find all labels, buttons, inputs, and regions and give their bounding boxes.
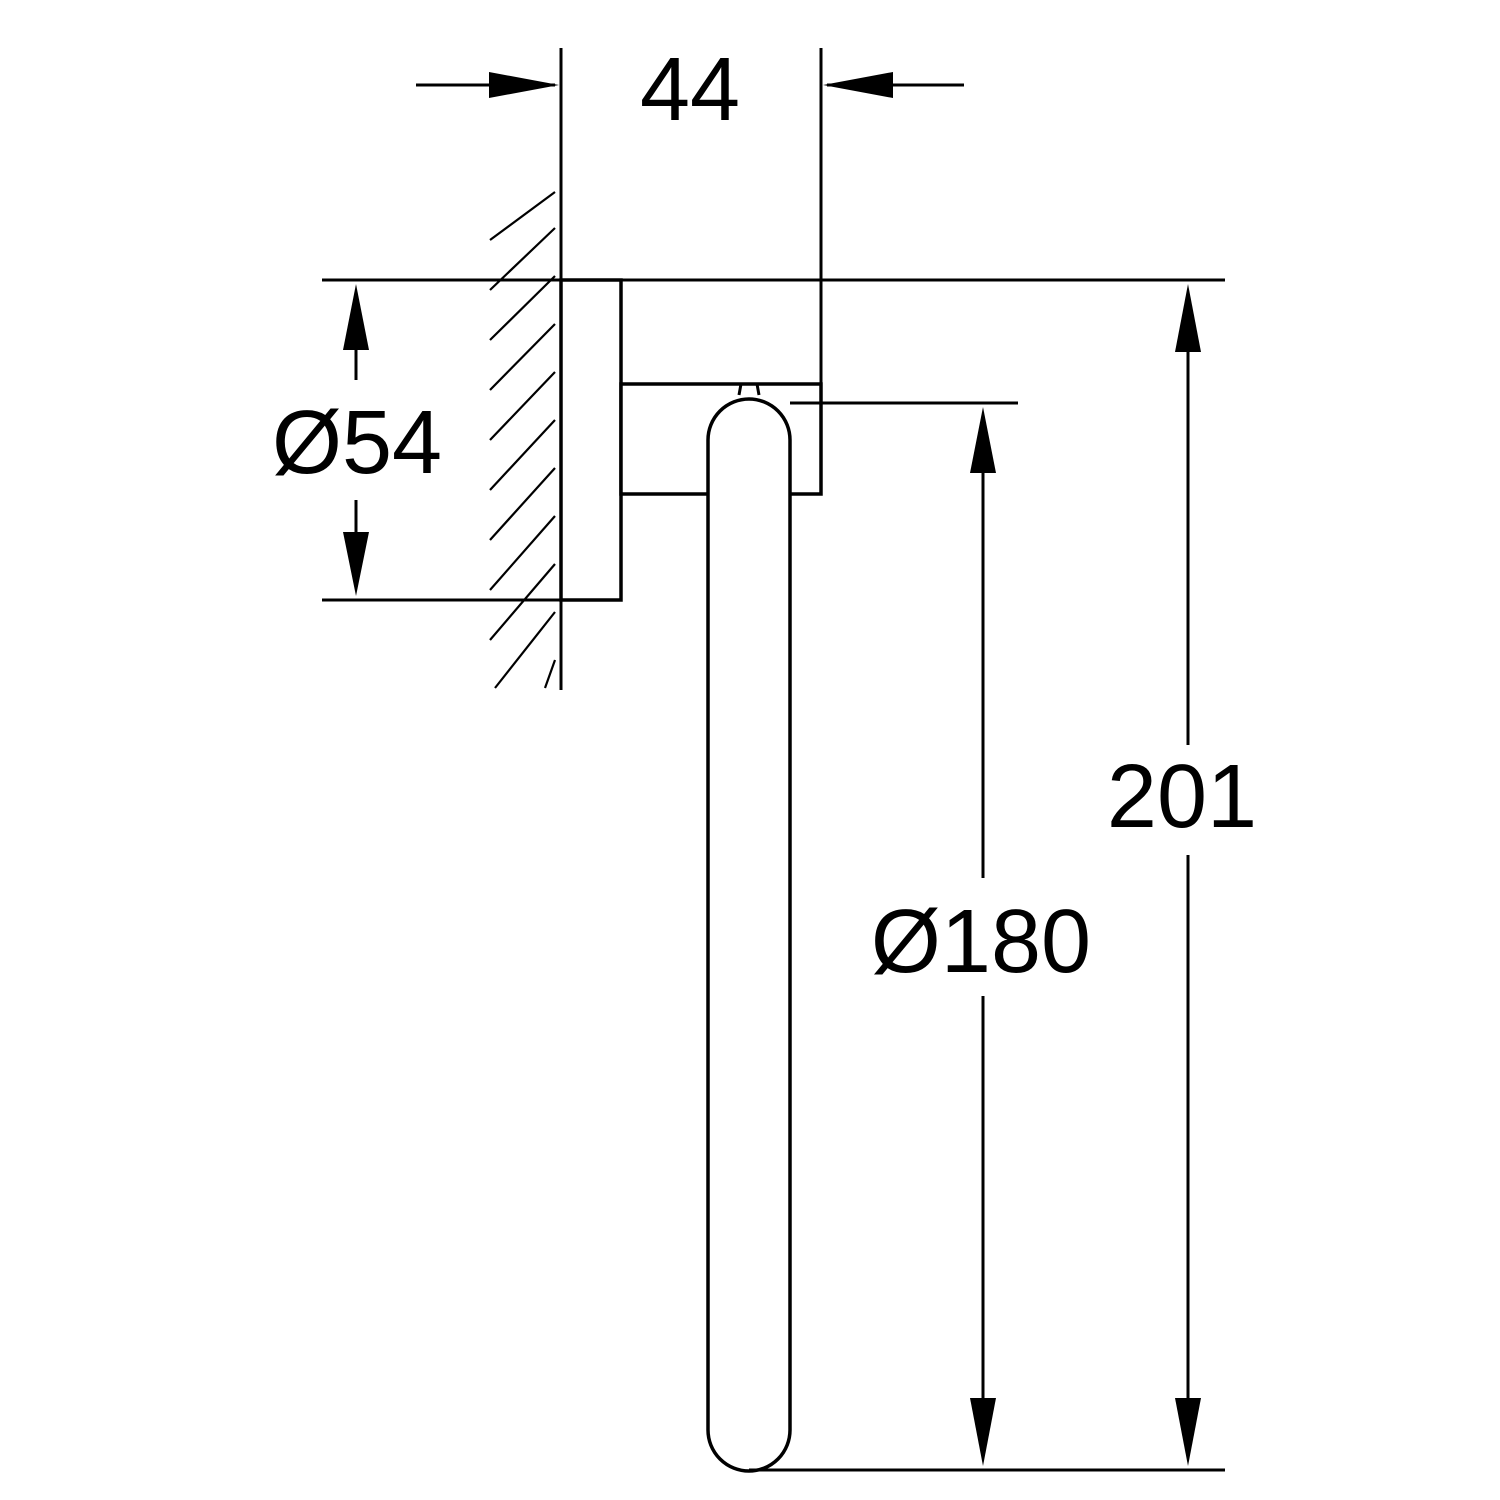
dimension-flange-diameter: Ø54 <box>272 278 561 602</box>
towel-ring <box>559 278 823 1473</box>
ring-connector <box>737 382 761 396</box>
dimension-ring-diameter: Ø180 <box>790 401 1120 1466</box>
dimension-projection: 44 <box>416 40 964 384</box>
dimension-ring-diameter-label: Ø180 <box>871 892 1091 992</box>
wall <box>489 191 563 690</box>
wall-hatching <box>489 191 557 689</box>
wall-flange <box>559 278 623 602</box>
ring <box>706 397 792 1473</box>
dimension-total-height: 201 <box>621 278 1270 1472</box>
dimension-flange-diameter-label: Ø54 <box>272 393 442 493</box>
dimension-total-height-label: 201 <box>1107 747 1257 847</box>
dimension-projection-label: 44 <box>640 40 740 140</box>
